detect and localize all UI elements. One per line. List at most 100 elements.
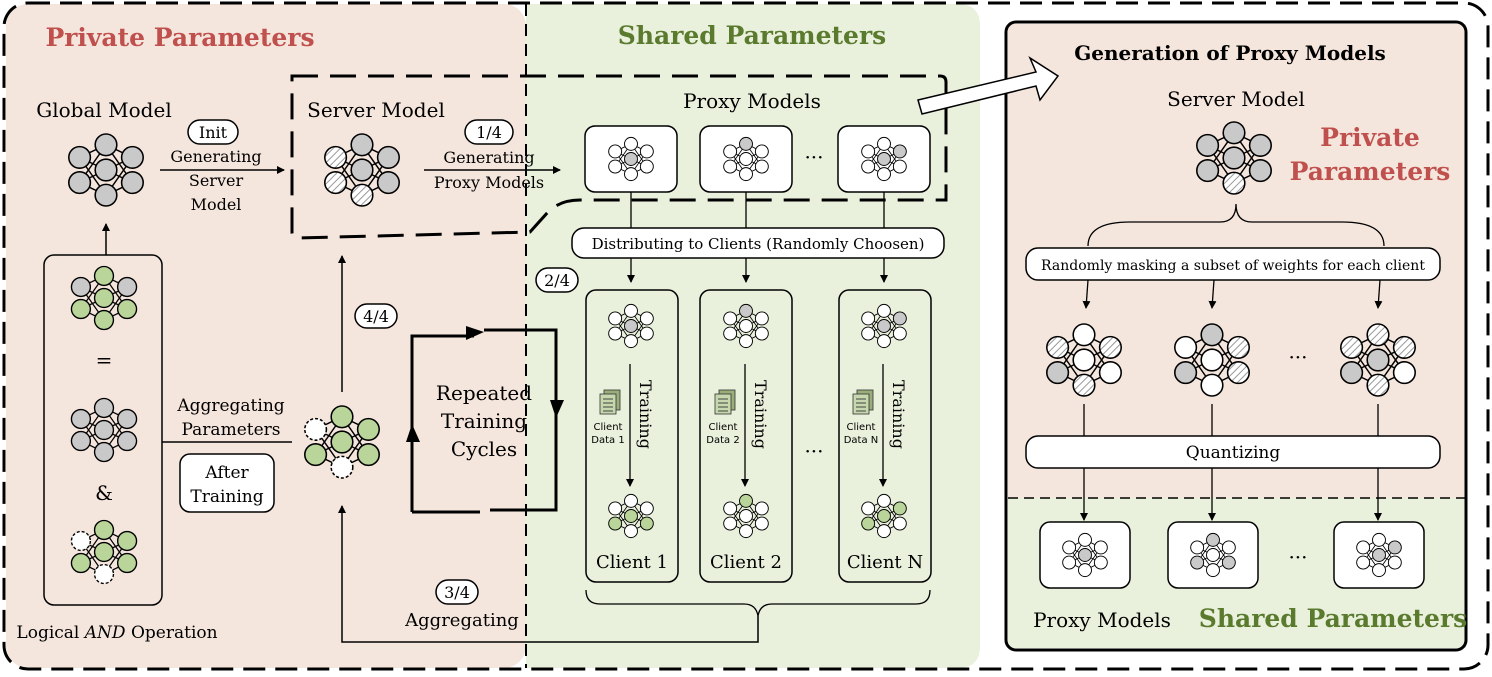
- client-box-2: [699, 289, 793, 583]
- private-parameters-title: Private Parameters: [45, 23, 314, 52]
- network-node: [754, 159, 769, 174]
- masking-box: [1025, 247, 1441, 281]
- init-badge-label: Init: [199, 123, 228, 142]
- step-1-badge-label: 1/4: [476, 123, 502, 142]
- proxy-model-network-1: [608, 136, 654, 182]
- network-node: [94, 133, 118, 157]
- network-node: [1392, 361, 1416, 385]
- network-node: [1206, 548, 1220, 562]
- network-node: [1062, 555, 1077, 570]
- network-node: [739, 136, 753, 151]
- network-node: [93, 287, 115, 309]
- network-node: [1387, 555, 1402, 570]
- network-node: [877, 152, 891, 166]
- network-node: [877, 319, 891, 333]
- network-node: [892, 144, 907, 159]
- client-n-network-before: [861, 303, 907, 349]
- network-node: [93, 441, 115, 463]
- network-node: [1196, 159, 1220, 183]
- network-node: [639, 311, 654, 326]
- network-node: [1372, 548, 1386, 562]
- network-node: [116, 276, 138, 298]
- right-panel-frame: [1004, 20, 1468, 652]
- panel-proxy-models-label: Proxy Models: [1033, 608, 1171, 632]
- network-node: [93, 265, 115, 287]
- and-network-bottom: [70, 519, 138, 585]
- network-node: [330, 455, 354, 479]
- network-node: [116, 408, 138, 430]
- network-node: [350, 133, 374, 157]
- network-node: [1356, 540, 1371, 555]
- client-n-data-line1: Client: [847, 422, 876, 433]
- panel-private-line2: Parameters: [1290, 157, 1451, 186]
- network-node: [639, 144, 654, 159]
- network-node: [892, 516, 907, 531]
- step-2-badge-label: 2/4: [544, 271, 570, 290]
- step-3-badge-label: 3/4: [444, 583, 470, 602]
- panel-private-line1: Private: [1320, 123, 1420, 152]
- client-2-network-before: [723, 303, 769, 349]
- network-node: [1372, 563, 1386, 578]
- network-node: [739, 167, 753, 182]
- network-node: [1174, 361, 1198, 385]
- network-node: [608, 144, 623, 159]
- network-node: [70, 530, 92, 552]
- step-3-badge: [435, 579, 479, 605]
- repeated-line3: Cycles: [451, 437, 517, 461]
- network-node: [723, 501, 738, 516]
- network-node: [1340, 361, 1364, 385]
- network-node: [120, 171, 144, 195]
- aggregating-label: Aggregating: [404, 610, 519, 631]
- network-node: [116, 530, 138, 552]
- client-n-label: Client N: [847, 552, 923, 573]
- network-node: [1248, 159, 1272, 183]
- network-node: [1078, 548, 1092, 562]
- network-node: [70, 298, 92, 320]
- network-node: [861, 159, 876, 174]
- generating-proxy-models-line2: Proxy Models: [434, 173, 544, 192]
- network-node: [877, 334, 891, 349]
- network-node: [70, 552, 92, 574]
- network-node: [116, 430, 138, 452]
- client-2-network-after: [723, 493, 769, 539]
- network-node: [93, 519, 115, 541]
- network-node: [70, 276, 92, 298]
- network-node: [892, 311, 907, 326]
- network-node: [754, 144, 769, 159]
- network-node: [376, 171, 400, 195]
- repeated-line2: Training: [441, 409, 527, 433]
- mask-arrow-n: [1374, 279, 1383, 309]
- network-node: [877, 136, 891, 151]
- repeated-line1: Repeated: [436, 381, 532, 405]
- network-node: [1072, 348, 1096, 372]
- network-node: [1226, 361, 1250, 385]
- panel-server-model-label: Server Model: [1167, 87, 1305, 111]
- hollow-arrow-to-panel: [917, 56, 1060, 115]
- ampersand: &: [95, 481, 113, 505]
- client-box-n: [838, 289, 932, 583]
- network-node: [1190, 540, 1205, 555]
- panel-proxy-ellipsis: ···: [1288, 545, 1307, 569]
- network-node: [861, 326, 876, 341]
- network-node: [877, 509, 891, 523]
- client-1-data-icon: [599, 389, 621, 415]
- network-node: [1098, 361, 1122, 385]
- network-node: [1196, 133, 1220, 157]
- network-node: [723, 144, 738, 159]
- step-4-badge-label: 4/4: [363, 307, 389, 326]
- network-node: [624, 136, 638, 151]
- network-node: [70, 430, 92, 452]
- network-node: [624, 319, 638, 333]
- panel-server-network: [1196, 121, 1272, 195]
- network-node: [624, 334, 638, 349]
- network-node: [624, 509, 638, 523]
- private-region-background: [6, 4, 526, 668]
- network-node: [608, 501, 623, 516]
- network-node: [639, 326, 654, 341]
- network-node: [1062, 540, 1077, 555]
- network-node: [877, 303, 891, 318]
- network-node: [1078, 563, 1092, 578]
- network-node: [608, 159, 623, 174]
